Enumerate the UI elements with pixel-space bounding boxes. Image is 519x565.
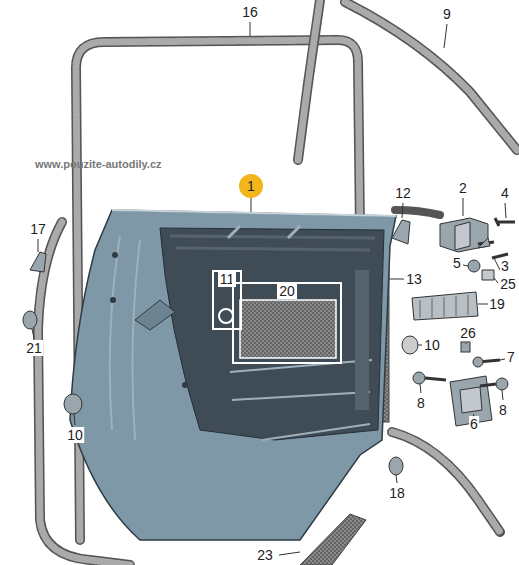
callout-number: 25 [499,276,517,292]
callout-box: 20 [232,282,342,364]
callout-number: 9 [442,6,452,22]
callout-number: 23 [256,547,274,563]
callout-number: 5 [452,255,462,271]
callout-number: 4 [500,185,510,201]
callout-number: 21 [25,340,43,356]
callout-number: 3 [500,258,510,274]
callout-number: 19 [488,296,506,312]
callout-number: 16 [241,4,259,20]
callout-box: 11 [212,270,242,330]
callout-number: 1 [247,178,255,194]
callout-number: 26 [459,325,477,341]
callout-number: 7 [506,349,516,365]
callout-number: 18 [388,485,406,501]
callout-number: 13 [405,271,423,287]
door-panel [70,210,396,540]
callout-circle: 1 [239,174,263,198]
callout-number: 12 [394,185,412,201]
callout-number: 10 [423,337,441,353]
seals [38,0,517,565]
callout-number: 6 [469,416,479,432]
small-parts [23,218,515,475]
watermark: www.pouzite-autodily.cz [35,158,162,171]
callout-number: 10 [66,427,84,443]
callout-number: 2 [458,180,468,196]
callout-number: 8 [498,402,508,418]
callout-number: 17 [29,221,47,237]
callout-number: 8 [416,395,426,411]
leader-lines [32,22,506,555]
callout-number: 20 [277,283,297,299]
